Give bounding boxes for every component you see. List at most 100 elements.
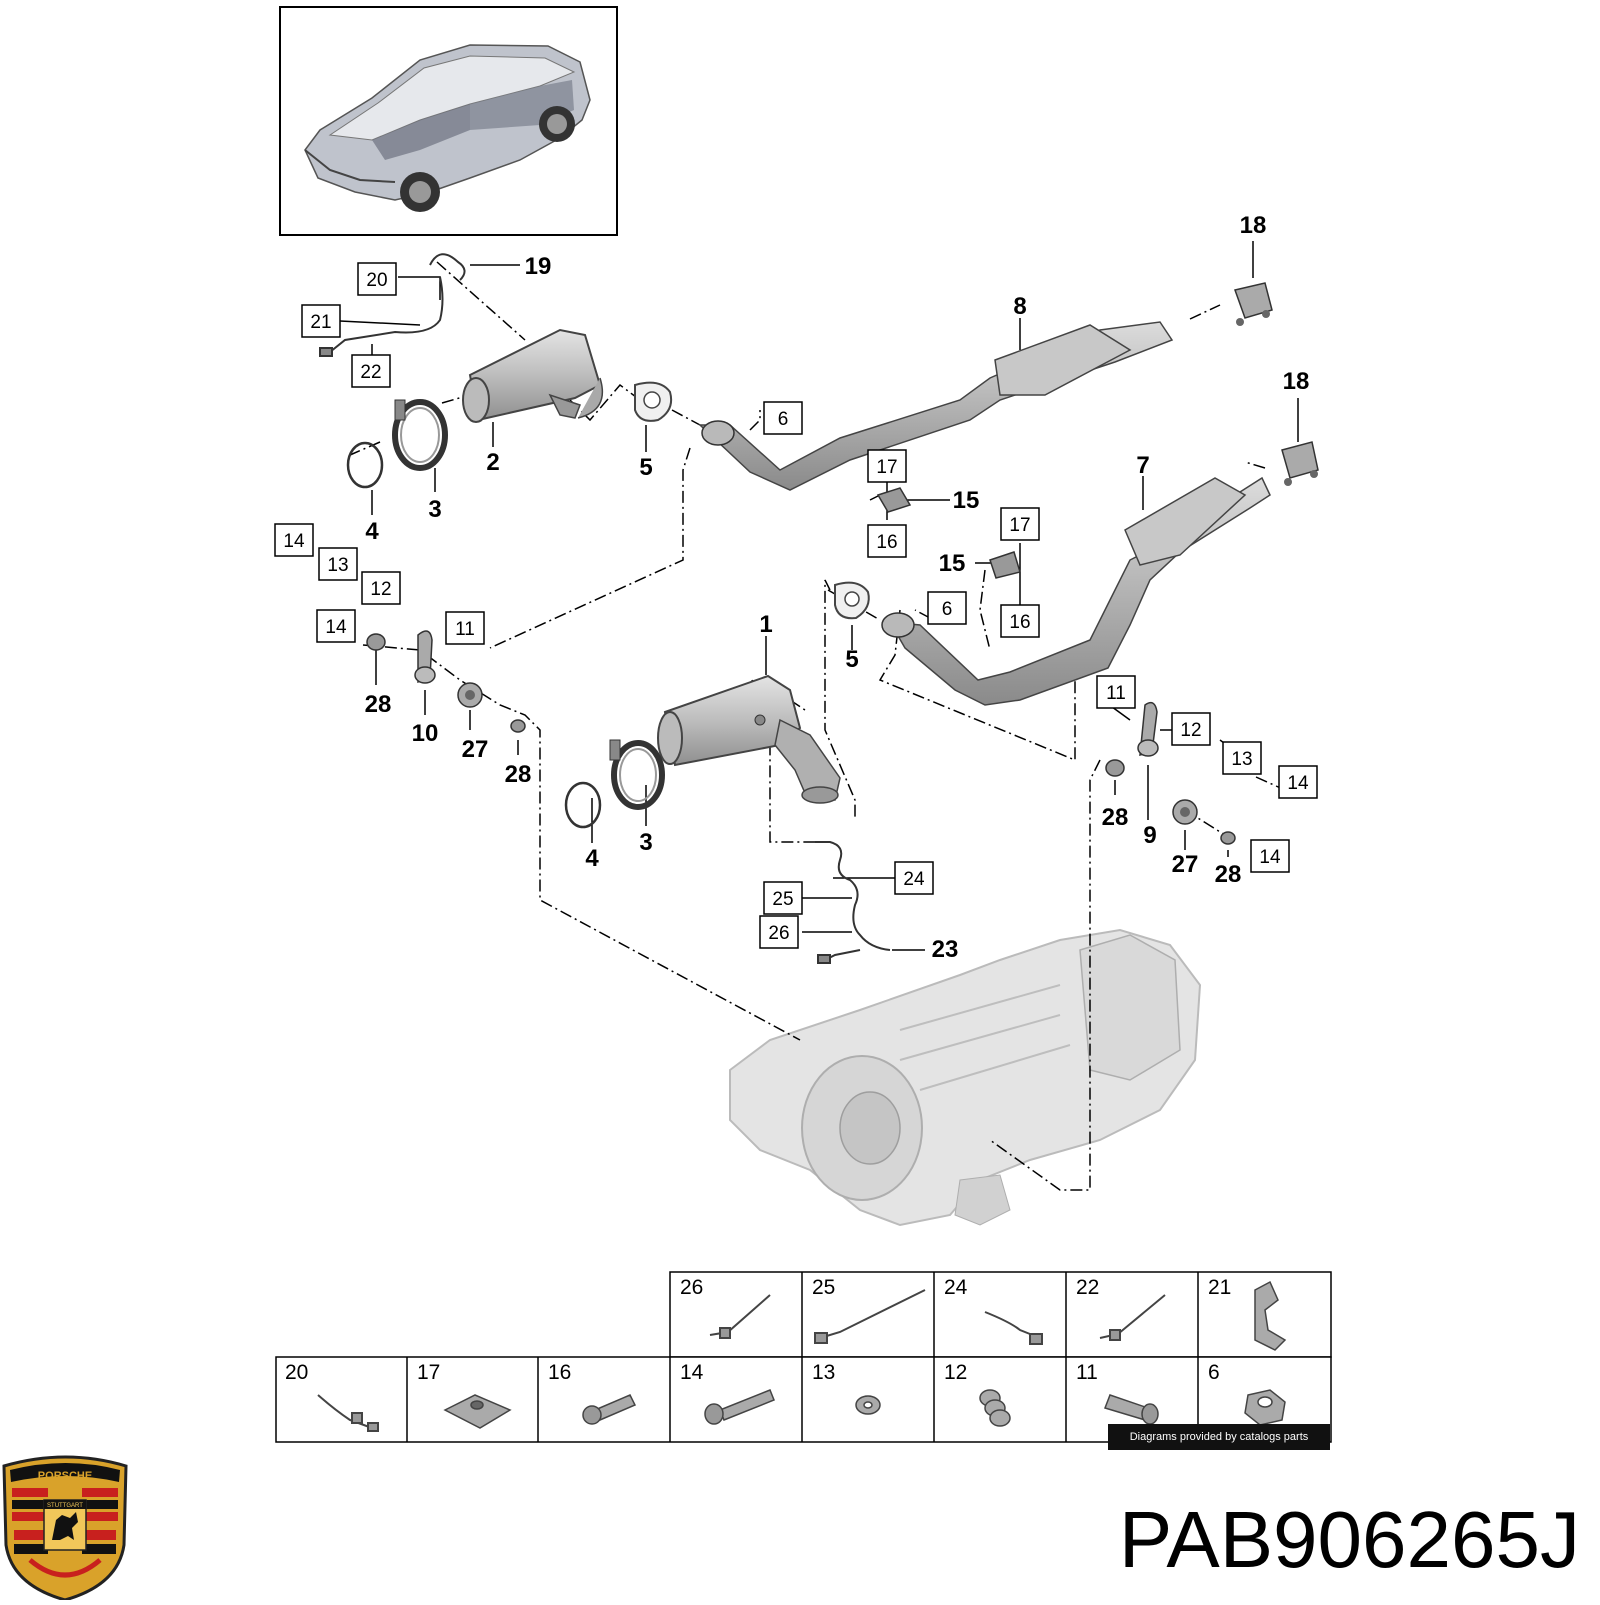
legend-icon-nut-plate-17 [443,1394,512,1429]
callout-3: 3 [639,829,652,856]
boxed-callout-16: 16 [1000,604,1040,638]
boxed-callout-13: 13 [1222,741,1262,775]
boxed-callout-text: 26 [768,923,789,944]
front-exhaust-pipe-lower [881,476,1271,706]
boxed-callouts: 20 21 22 6 6 17 17 16 16 14 13 12 14 11 … [274,262,1318,949]
callout-numbers: 19 18 18 8 7 2 5 5 3 3 4 4 15 15 1 28 28… [365,212,1310,963]
legend-row-top: 26 25 24 22 21 [669,1271,1332,1358]
legend-icon-cable-tie-26 [709,1294,771,1339]
boxed-callout-text: 13 [327,555,348,576]
boxed-callout-text: 14 [1287,773,1309,794]
boxed-callout-25: 25 [763,881,803,915]
callout-4: 4 [585,845,599,872]
callout-3: 3 [428,496,441,523]
oxygen-sensor-lower [815,841,891,964]
callout-4: 4 [365,518,379,545]
clamp-lower [609,739,665,810]
boxed-callout-text: 11 [1106,683,1126,704]
boxed-callout-text: 11 [455,619,475,640]
legend-icon-bolt-14 [704,1389,775,1425]
gasket-lower [564,781,602,829]
legend-label-24: 24 [944,1276,968,1299]
legend-label-12: 12 [944,1361,967,1384]
boxed-callout-text: 17 [1009,515,1030,536]
legend-label-25: 25 [812,1276,835,1299]
legend-label-13: 13 [812,1361,835,1384]
callout-5: 5 [639,454,652,481]
callout-9: 9 [1143,822,1156,849]
legend-icon-nut-6 [1244,1389,1286,1426]
callout-8: 8 [1013,293,1026,320]
boxed-callout-text: 6 [942,599,953,620]
gasket-upper [346,441,384,489]
boxed-callout-16: 16 [867,524,907,558]
callout-19: 19 [525,253,552,280]
legend-icon-sensor-clip-24 [984,1311,1043,1345]
boxed-callout-21: 21 [301,304,341,338]
callout-18: 18 [1240,212,1267,239]
transmission-illustration [729,928,1202,1227]
callout-27: 27 [462,736,489,763]
boxed-callout-text: 24 [903,869,925,890]
legend-label-17: 17 [417,1361,440,1384]
callout-27: 27 [1172,851,1199,878]
callout-28: 28 [365,691,392,718]
boxed-callout-24: 24 [894,861,934,895]
callout-2: 2 [486,449,499,476]
boxed-callout-text: 12 [370,579,391,600]
boxed-callout-6: 6 [763,401,803,435]
logo-brand-text: PORSCHE [38,1470,92,1482]
diagram-credit: Diagrams provided by catalogs parts [1108,1424,1330,1450]
clamp-upper [392,399,448,471]
boxed-callout-text: 21 [310,312,331,333]
bracket-lower [989,551,1021,579]
front-exhaust-pipe-upper [698,321,1174,491]
boxed-callout-text: 14 [283,531,305,552]
legend-label-21: 21 [1208,1276,1231,1299]
legend-icon-sensor-clip-20 [317,1394,379,1432]
boxed-callout-text: 14 [1259,847,1281,868]
callout-15: 15 [953,487,980,514]
catalytic-converter-lower [657,674,841,804]
flange-gasket-lower [834,581,870,620]
boxed-callout-14: 14 [1250,839,1290,873]
boxed-callout-17: 17 [867,449,907,483]
catalytic-converter-upper [462,328,604,423]
boxed-callout-22: 22 [351,354,391,388]
boxed-callout-text: 22 [360,362,381,383]
boxed-callout-26: 26 [759,915,799,949]
exhaust-hanger-upper [1234,282,1273,326]
legend-icon-cable-tie-25 [814,1289,926,1344]
boxed-callout-text: 25 [772,889,793,910]
legend-icon-spring-12 [979,1389,1011,1427]
exhaust-hanger-lower [1281,441,1319,486]
part-number: PAB906265J [1118,1495,1580,1584]
legend-label-20: 20 [285,1361,308,1384]
oxygen-sensor-upper [319,253,466,357]
legend-label-16: 16 [548,1361,571,1384]
mount-hardware-right [1105,701,1236,845]
legend-label-26: 26 [680,1276,703,1299]
flange-gasket-upper [634,381,673,422]
bracket-upper [876,487,912,513]
legend-icon-clip-21 [1254,1280,1287,1351]
legend-label-11: 11 [1076,1361,1098,1384]
legend-label-6: 6 [1208,1361,1220,1384]
legend-icon-bolt-16 [582,1394,637,1425]
boxed-callout-14: 14 [316,609,356,643]
callout-28: 28 [505,761,532,788]
boxed-callout-text: 16 [1009,612,1030,633]
boxed-callout-12: 12 [1171,712,1211,746]
legend-label-14: 14 [680,1361,704,1384]
boxed-callout-text: 14 [325,617,347,638]
boxed-callout-text: 6 [778,409,789,430]
callout-1: 1 [759,611,772,638]
callout-18: 18 [1283,368,1310,395]
legend-label-22: 22 [1076,1276,1099,1299]
boxed-callout-text: 16 [876,532,897,553]
boxed-callout-text: 13 [1231,749,1252,770]
logo-city-text: STUTTGART [47,1503,83,1509]
mount-hardware-left [366,630,526,733]
boxed-callout-14: 14 [1278,765,1318,799]
